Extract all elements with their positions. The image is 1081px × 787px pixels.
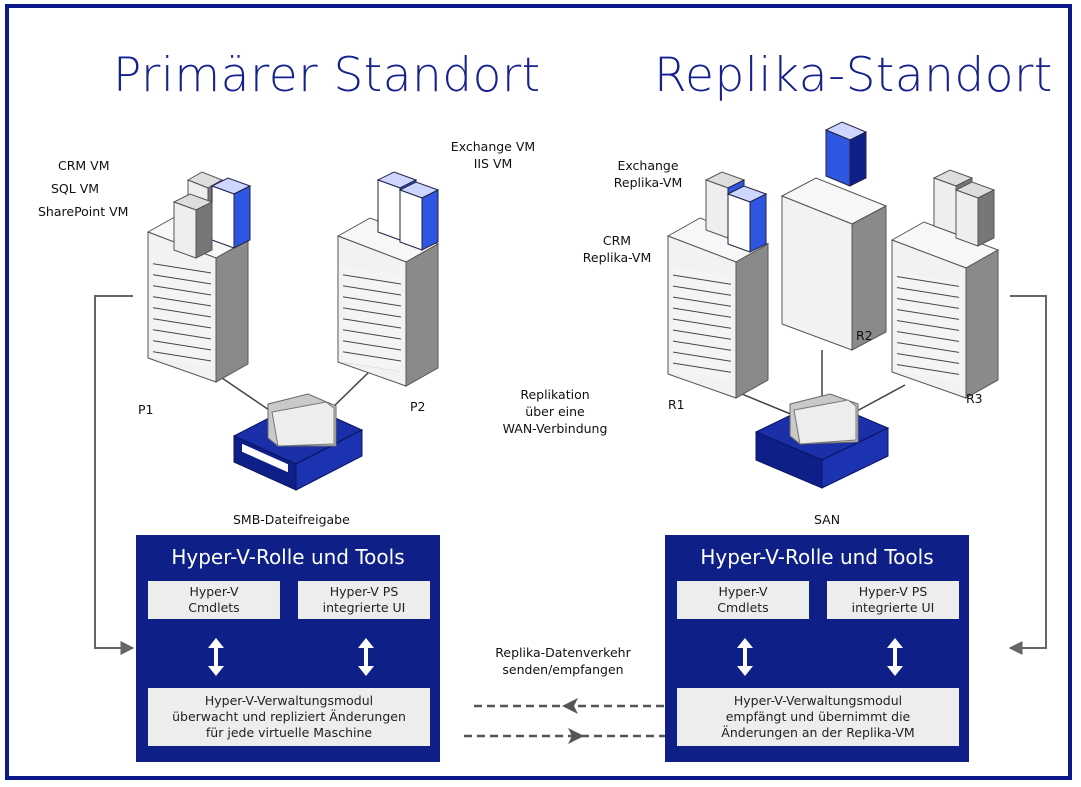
replication-line2: über eine	[525, 404, 585, 419]
hyperv-panel-primary: Hyper-V-Rolle und Tools Hyper-V Cmdlets …	[136, 535, 440, 762]
panel-title-primary: Hyper-V-Rolle und Tools	[171, 545, 405, 569]
vm-stack-r1	[704, 171, 768, 253]
box-management-module-primary: Hyper-V-Verwaltungsmodul überwacht und r…	[148, 688, 430, 746]
smb-storage	[232, 393, 364, 491]
vm-label-exchange-iis: Exchange VM IIS VM	[445, 138, 541, 172]
box-module-line1: Hyper-V-Verwaltungsmodul	[204, 693, 374, 708]
box-cmdlets-line2: Cmdlets	[188, 600, 240, 615]
box-module-line3: Änderungen an der Replika-VM	[721, 725, 915, 740]
server-r2	[780, 177, 888, 351]
box-cmdlets-line1: Hyper-V	[189, 584, 239, 599]
box-ps-line2: integrierte UI	[322, 600, 406, 615]
vm-label-exchange-replica: Exchange Replika-VM	[608, 157, 688, 191]
vm-label-exchange: Exchange VM	[450, 139, 536, 154]
vm-label-sql: SQL VM	[51, 181, 100, 196]
replica-traffic-text: Replika-Datenverkehr senden/empfangen	[488, 644, 638, 678]
box-ps-ui-replica: Hyper-V PS integrierte UI	[827, 581, 959, 619]
san-storage	[754, 393, 890, 489]
box-ps-line1: Hyper-V PS	[329, 584, 399, 599]
vm-label-exchange-replica-line1: Exchange	[617, 158, 679, 173]
hyperv-panel-replica: Hyper-V-Rolle und Tools Hyper-V Cmdlets …	[665, 535, 969, 762]
replica-site-title: Replika-Standort	[654, 48, 1053, 103]
left-feedback-arrow	[94, 295, 135, 655]
box-module-line2: überwacht und repliziert Änderungen	[172, 709, 406, 724]
server-r1	[666, 217, 770, 399]
double-arrow-icon	[358, 638, 374, 676]
box-cmdlets-line2: Cmdlets	[717, 600, 769, 615]
vm-label-crm-replica-line2: Replika-VM	[582, 250, 652, 265]
server-label-r3: R3	[966, 391, 983, 406]
vm-stack-r3	[932, 169, 996, 247]
box-module-line2: empfängt und übernimmt die	[725, 709, 911, 724]
double-arrow-icon	[208, 638, 224, 676]
vm-label-sharepoint: SharePoint VM	[38, 204, 129, 219]
right-feedback-arrow	[1008, 295, 1047, 655]
box-management-module-replica: Hyper-V-Verwaltungsmodul empfängt und üb…	[677, 688, 959, 746]
box-cmdlets-primary: Hyper-V Cmdlets	[148, 581, 280, 619]
traffic-line2: senden/empfangen	[502, 662, 624, 677]
vm-stack-p1	[172, 171, 252, 259]
box-module-line3: für jede virtuelle Maschine	[205, 725, 373, 740]
vm-label-crm: CRM VM	[58, 158, 110, 173]
double-arrow-icon	[887, 638, 903, 676]
box-cmdlets-replica: Hyper-V Cmdlets	[677, 581, 809, 619]
vm-label-crm-replica-line1: CRM	[602, 233, 632, 248]
vm-stack-p2	[376, 171, 440, 251]
server-label-r2: R2	[856, 328, 873, 343]
box-module-line1: Hyper-V-Verwaltungsmodul	[733, 693, 903, 708]
server-label-r1: R1	[668, 397, 685, 412]
box-cmdlets-line1: Hyper-V	[718, 584, 768, 599]
vm-r2	[824, 121, 868, 187]
primary-site-title: Primärer Standort	[113, 48, 541, 103]
server-label-p1: P1	[138, 402, 154, 417]
replication-wan-text: Replikation über eine WAN-Verbindung	[495, 386, 615, 437]
vm-label-exchange-replica-line2: Replika-VM	[613, 175, 683, 190]
replication-line1: Replikation	[520, 387, 590, 402]
server-r3	[890, 221, 1000, 399]
server-p2	[336, 217, 440, 387]
traffic-line1: Replika-Datenverkehr	[495, 645, 631, 660]
panel-title-replica: Hyper-V-Rolle und Tools	[700, 545, 934, 569]
double-arrow-icon	[737, 638, 753, 676]
vm-label-crm-replica: CRM Replika-VM	[580, 232, 654, 266]
replication-dashed-arrows	[464, 698, 666, 744]
server-label-p2: P2	[410, 399, 426, 414]
replication-line3: WAN-Verbindung	[502, 421, 608, 436]
vm-label-iis: IIS VM	[473, 156, 513, 171]
box-ps-line1: Hyper-V PS	[858, 584, 928, 599]
smb-label: SMB-Dateifreigabe	[233, 512, 350, 527]
san-label: SAN	[814, 512, 841, 527]
box-ps-ui-primary: Hyper-V PS integrierte UI	[298, 581, 430, 619]
box-ps-line2: integrierte UI	[851, 600, 935, 615]
